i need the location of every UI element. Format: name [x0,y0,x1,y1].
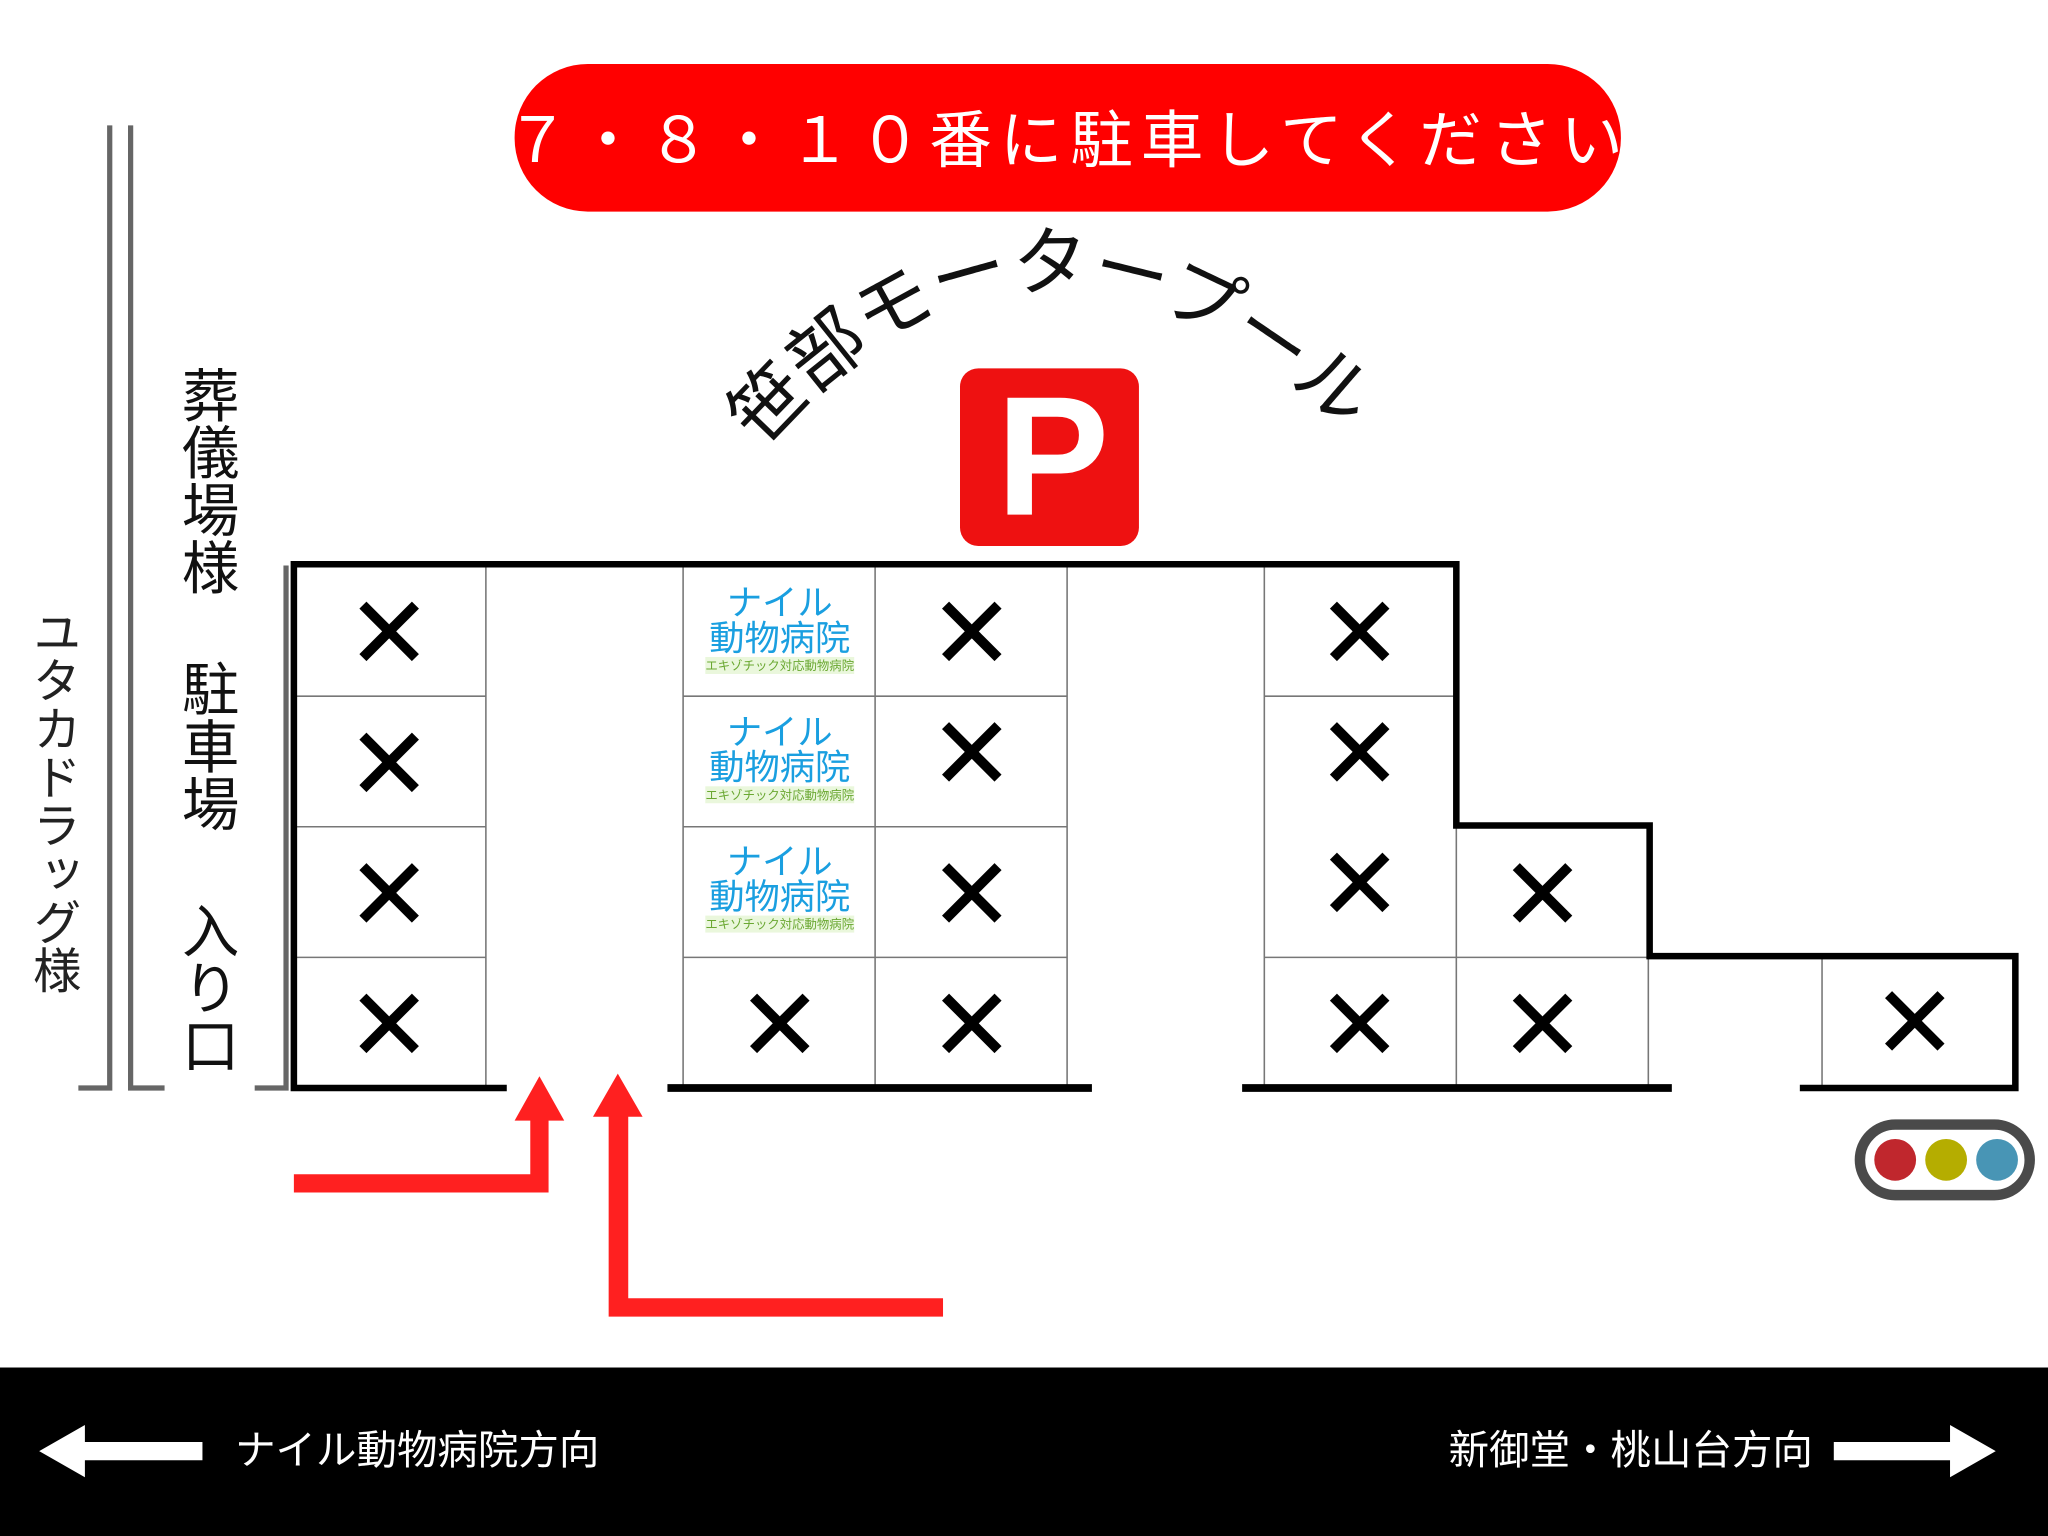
logo-sub: 動物病院 [709,618,850,659]
logo-tagline: エキゾチック対応動物病院 [705,658,854,673]
arrow-right-icon [1833,1424,1996,1478]
instruction-banner: ７・８・１０番に駐車してください [506,64,1631,212]
unavailable-x-icon: ✕ [1317,967,1402,1086]
logo-tagline: エキゾチック対応動物病院 [705,787,854,802]
unavailable-x-icon: ✕ [929,967,1014,1086]
banner-text: ７・８・１０番に駐車してください [506,104,1631,177]
boundary-line [78,125,113,1091]
unavailable-x-icon: ✕ [929,836,1014,955]
unavailable-x-icon: ✕ [1500,967,1585,1086]
route-arrow-icon [592,1073,944,1317]
unavailable-x-icon: ✕ [347,967,432,1086]
drugstore-label: ユタカドラッグ様 [24,607,80,994]
logo-name: ナイル [727,842,833,883]
unavailable-x-icon: ✕ [347,836,432,955]
space-grid [293,565,1823,1088]
road: ナイル動物病院方向 新御堂・桃山台方向 [0,1367,2048,1536]
banner-background [514,64,1621,212]
boundary-line [254,565,289,1091]
boundary-line [127,125,165,1091]
right-direction-label: 新御堂・桃山台方向 [1449,1426,1813,1474]
unavailable-x-icon: ✕ [737,967,822,1086]
left-direction-label: ナイル動物病院方向 [235,1426,599,1474]
logo-sub: 動物病院 [709,748,850,789]
logo-tagline: エキゾチック対応動物病院 [705,917,854,932]
reserved-space-8: ナイル 動物病院 エキゾチック対応動物病院 [705,712,855,804]
funeral-hall-label: 葬儀場様 [172,366,239,596]
arrow-left-icon [39,1424,203,1478]
route-arrow-icon [293,1076,565,1193]
reserved-space-10: ナイル 動物病院 エキゾチック対応動物病院 [705,842,855,933]
traffic-light-icon [1854,1119,2035,1201]
boundary-lines [78,125,289,1091]
unavailable-x-icon: ✕ [929,575,1014,694]
reserved-space-7: ナイル 動物病院 エキゾチック対応動物病院 [705,583,855,674]
logo-name: ナイル [727,712,833,753]
unavailable-x-icon: ✕ [347,575,432,694]
unavailable-x-icon: ✕ [1317,826,1402,945]
parking-label: 駐車場 [172,660,239,832]
logo-name: ナイル [727,583,833,624]
unavailable-x-icon: ✕ [1500,836,1585,955]
entrance-label: 入り口 [172,901,239,1073]
unavailable-x-icon: ✕ [347,705,432,824]
parking-sign: P [960,361,1139,551]
unavailable-spaces: ✕ ✕ ✕ ✕ ✕ ✕ ✕ ✕ ✕ ✕ ✕ ✕ ✕ ✕ ✕ ✕ [347,575,1958,1086]
parking-sign-background [960,368,1139,546]
unavailable-x-icon: ✕ [1317,575,1402,694]
logo-sub: 動物病院 [709,877,850,918]
parking-sign-letter: P [996,361,1109,551]
lot-outline [290,560,2019,1092]
unavailable-x-icon: ✕ [1317,695,1402,814]
unavailable-x-icon: ✕ [929,695,1014,814]
unavailable-x-icon: ✕ [1872,964,1957,1083]
route-arrows [293,1073,944,1317]
